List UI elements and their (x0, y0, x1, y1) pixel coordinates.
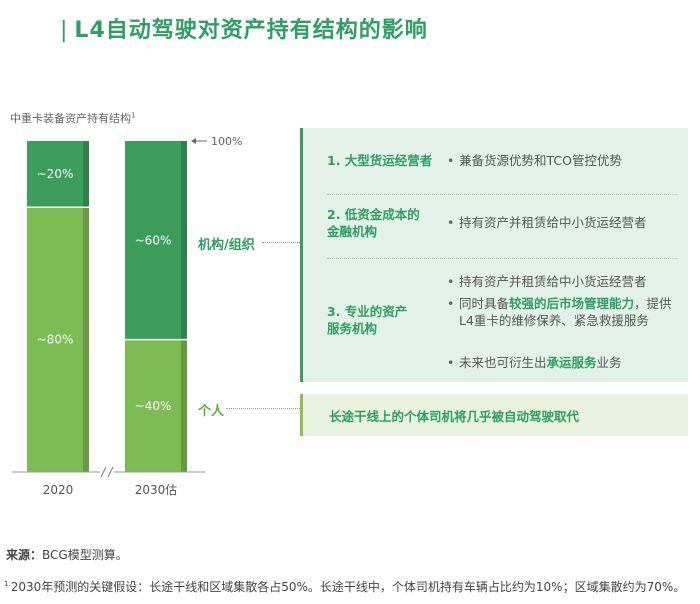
page-title: |L4自动驾驶对资产持有结构的影响 (60, 18, 428, 43)
axis-break-mark-2 (107, 466, 114, 478)
data-label-2030估-series-0: ~40% (135, 399, 172, 413)
chart-title: 中重卡装备资产持有结构1 (10, 111, 136, 125)
bar-2020-series-0 (27, 207, 89, 472)
title-bar-decoration: | (60, 18, 69, 43)
data-label-2020-series-0: ~80% (37, 333, 74, 347)
row-3-bullet-1: 持有资产并租赁给中小货运经营者 (447, 273, 684, 290)
separator-2 (327, 258, 677, 259)
data-label-2030估-series-1: ~60% (135, 233, 172, 247)
separator-1 (327, 194, 677, 195)
data-label-2020-series-1: ~20% (37, 167, 74, 181)
top-marker-arrow-icon (191, 138, 196, 144)
source-line: 来源：BCG模型测算。 (6, 548, 128, 562)
bar-2030估-series-0 (125, 339, 187, 472)
org-leader-dots (262, 242, 300, 243)
tick-label-2020: 2020 (43, 483, 74, 497)
org-types-panel: 1. 大型货运经营者 兼备货源优势和TCO管控优势 2. 低资金成本的金融机构 … (300, 128, 688, 382)
row-title-1: 1. 大型货运经营者 (327, 153, 433, 168)
individual-panel-text: 长途干线上的个体司机将几乎被自动驾驶取代 (329, 409, 580, 424)
bar-edge-2030估-series-0 (181, 339, 187, 472)
axis-break-mark-1 (100, 466, 107, 478)
bar-edge-2030估-series-1 (181, 141, 187, 340)
bar-2030估-series-1 (125, 141, 187, 340)
label-individual: 个人 (198, 404, 225, 419)
row-title-2: 2. 低资金成本的金融机构 (327, 207, 420, 239)
individual-leader-dots (226, 408, 300, 409)
row-2-bullet-1: 持有资产并租赁给中小货运经营者 (447, 214, 684, 231)
row-title-3: 3. 专业的资产服务机构 (327, 304, 408, 336)
tick-label-2030估: 2030估 (135, 483, 178, 497)
bar-2020-series-1 (27, 141, 89, 208)
label-org: 机构/组织 (198, 238, 255, 253)
top-marker-label: 100% (211, 135, 242, 148)
footnote: 1.2030年预测的关键假设：长途干线和区域集散各占50%。长途干线中，个体司机… (4, 580, 686, 594)
row-3-bullet-3: 未来也可衍生出承运服务业务 (447, 354, 684, 371)
bar-edge-2020-series-0 (83, 207, 89, 472)
bar-edge-2020-series-1 (83, 141, 89, 208)
individual-panel: 长途干线上的个体司机将几乎被自动驾驶取代 (300, 394, 688, 436)
axis-break-gap (100, 466, 114, 478)
row-3-bullet-2: 同时具备较强的后市场管理能力，提供L4重卡的维修保养、紧急救援服务 (447, 295, 684, 329)
row-1-bullet-1: 兼备货源优势和TCO管控优势 (447, 152, 684, 169)
